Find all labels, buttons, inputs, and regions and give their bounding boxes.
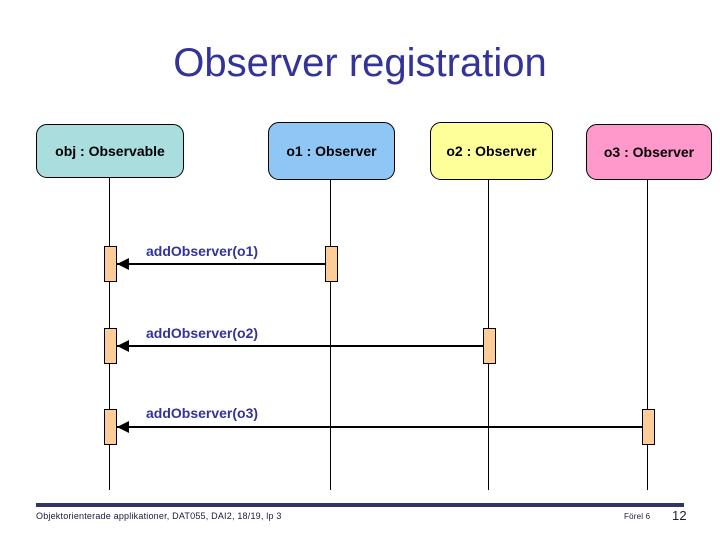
message-arrowhead-2 — [116, 340, 129, 352]
participant-box-o2[interactable]: o2 : Observer — [430, 122, 553, 180]
footer-course-text: Objektorienterade applikationer, DAT055,… — [36, 511, 282, 521]
lifeline-o1 — [330, 180, 332, 490]
participant-box-o3[interactable]: o3 : Observer — [586, 124, 712, 180]
participant-box-obj[interactable]: obj : Observable — [36, 124, 184, 178]
message-line-2 — [116, 345, 483, 347]
footer-divider — [36, 503, 684, 507]
activation-bar-o1-msg1 — [324, 246, 338, 282]
participant-box-o1[interactable]: o1 : Observer — [268, 122, 395, 180]
sequence-diagram: obj : Observable o1 : Observer o2 : Observ… — [36, 122, 712, 490]
footer-page-number: 12 — [672, 508, 687, 523]
activation-bar-obj-msg3 — [103, 409, 117, 445]
activation-bar-o2-msg2 — [482, 328, 496, 364]
lifeline-o3 — [647, 180, 649, 490]
message-label-2: addObserver(o2) — [146, 325, 259, 341]
message-line-3 — [116, 426, 642, 428]
message-label-3: addObserver(o3) — [146, 405, 259, 421]
activation-bar-obj-msg2 — [103, 328, 117, 364]
activation-bar-obj-msg1 — [103, 246, 117, 282]
message-label-1: addObserver(o1) — [146, 243, 259, 259]
page-title: Observer registration — [173, 41, 547, 85]
footer-lecture-label: Förel 6 — [624, 512, 651, 521]
message-arrowhead-3 — [116, 421, 129, 433]
message-arrowhead-1 — [116, 258, 129, 270]
message-line-1 — [116, 263, 325, 265]
activation-bar-o3-msg3 — [641, 409, 655, 445]
